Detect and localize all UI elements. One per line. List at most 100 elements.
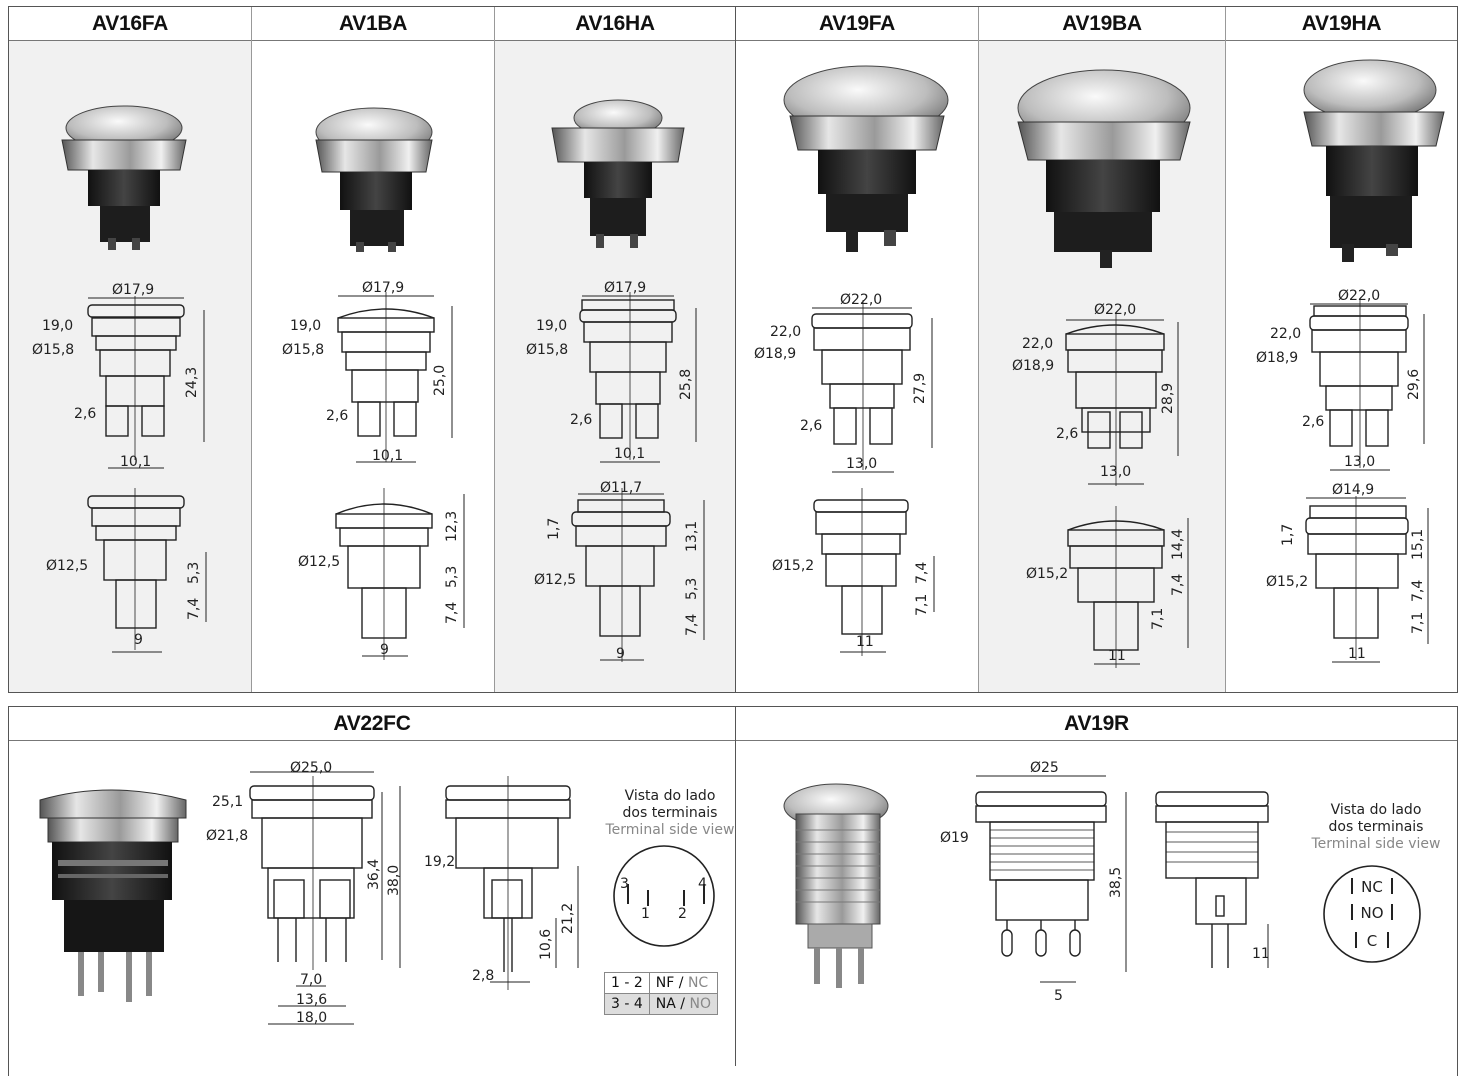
dim-top: 15,1: [1410, 529, 1426, 560]
table-row: 3 - 4 NA / NO: [604, 993, 718, 1015]
pin-label: C: [1367, 932, 1377, 950]
dim-p1: 7,0: [300, 972, 322, 988]
model-code: AV16HA: [575, 11, 655, 35]
dim-base-dia: Ø12,5: [46, 558, 88, 574]
pair-cell: 3 - 4: [604, 993, 650, 1015]
av19r-front-drawing: [975, 775, 1127, 983]
dim-term-w: 2,6: [800, 418, 822, 434]
dim-height: 28,9: [1160, 383, 1176, 414]
dim-pin: 2,8: [472, 968, 494, 984]
pin-label: NO: [1360, 904, 1383, 922]
divider: [735, 707, 736, 1066]
pin-label: 3: [620, 876, 629, 892]
view-note-pt-2: dos terminais: [622, 805, 718, 821]
dim-thread: Ø18,9: [754, 346, 796, 362]
view-note-pt-2: dos terminais: [1328, 819, 1424, 835]
divider: [494, 7, 495, 692]
model-code: AV1BA: [338, 11, 408, 35]
av22fc-contact-table: 1 - 2 NF / NC 3 - 4 NA / NO: [604, 972, 718, 1015]
dim-thread: Ø15,8: [32, 342, 74, 358]
dim-cap-dia: Ø14,9: [1332, 482, 1374, 498]
pin-label: 4: [698, 876, 707, 892]
dim-height: 38,5: [1108, 867, 1124, 898]
dim-thread: Ø15,8: [526, 342, 568, 358]
product-photo: [551, 99, 685, 248]
dim-b: 7,1: [914, 594, 930, 616]
av22fc-header: AV22FC: [9, 707, 735, 741]
dim-term-w: 2,6: [74, 406, 96, 422]
divider: [978, 7, 979, 692]
dim-hex: 25,1: [212, 794, 243, 810]
dim-thread: Ø21,8: [206, 828, 248, 844]
model-code: AV19BA: [1062, 11, 1142, 35]
dim-p2: 13,6: [296, 992, 327, 1008]
dim-base-dia: Ø12,5: [298, 554, 340, 570]
dim-hex: 19,0: [290, 318, 321, 334]
av22fc-front-drawing: [249, 771, 401, 1025]
dim-tail: 9: [616, 646, 625, 662]
dim-head-dia: Ø17,9: [112, 282, 154, 298]
product-photo: [61, 105, 187, 250]
dim-b: 7,1: [1150, 608, 1166, 630]
dim-base-dia: Ø15,2: [772, 558, 814, 574]
col-header-5: AV19BA: [979, 7, 1225, 41]
dim-a: 7,4: [1170, 574, 1186, 596]
dim-pitch: 5: [1054, 988, 1063, 1004]
dim-height: 24,3: [184, 367, 200, 398]
view-note-pt-1: Vista do lado: [624, 788, 716, 804]
dim-b: 7,1: [1410, 612, 1426, 634]
av22fc-dims: Ø25,0 25,1 Ø21,8 36,4 38,0 7,0 13,6 18,0: [206, 760, 402, 1026]
model-code: AV16FA: [91, 11, 168, 35]
dim-height: 27,9: [912, 373, 928, 404]
view-note-en: Terminal side view: [1311, 836, 1441, 852]
dim-base-dia: Ø15,2: [1026, 566, 1068, 582]
dimension-labels: Ø17,9 19,0 Ø15,8 2,6 24,3 10,1 Ø12,5 5,3…: [32, 280, 1426, 664]
product-photo: [315, 107, 433, 252]
pin-label: 2: [678, 906, 687, 922]
dim-height: 25,8: [678, 369, 694, 400]
dim-top: 13,1: [684, 521, 700, 552]
av19r-side-dims: 11: [1252, 946, 1270, 962]
dim-p3: 18,0: [296, 1010, 327, 1026]
dim-b: 7,4: [186, 598, 202, 620]
dim-hex: 22,0: [1270, 326, 1301, 342]
divider: [251, 7, 252, 692]
model-code: AV19FA: [818, 11, 895, 35]
av19r-view-note: Vista do lado dos terminais Terminal sid…: [1306, 802, 1446, 853]
dim-a: 5,3: [684, 578, 700, 600]
model-code: AV19HA: [1301, 11, 1382, 35]
av22fc-view-note: Vista do lado dos terminais Terminal sid…: [600, 788, 740, 839]
dim-thread: Ø15,8: [282, 342, 324, 358]
dim-pitch: 13,0: [846, 456, 877, 472]
av22fc-title: AV22FC: [333, 711, 411, 735]
dim-top: 12,3: [444, 511, 460, 542]
av22fc-terminal-diagram: 3 4 1 2: [613, 845, 715, 947]
table-row: 1 - 2 NF / NC: [604, 972, 718, 994]
dim-pitch: 10,1: [372, 448, 403, 464]
top-drawings: Ø17,9 19,0 Ø15,8 2,6 24,3 10,1 Ø12,5 5,3…: [32, 59, 1445, 668]
dim-thread: Ø18,9: [1012, 358, 1054, 374]
dim-head-dia: Ø17,9: [362, 280, 404, 296]
view-note-pt-1: Vista do lado: [1330, 802, 1422, 818]
dim-a: 7,4: [914, 562, 930, 584]
dim-tail: 11: [1348, 646, 1366, 662]
type-cell: NF / NC: [648, 972, 718, 994]
dim-pitch: 10,1: [120, 454, 151, 470]
view-note-en: Terminal side view: [605, 822, 735, 838]
col-header-6: AV19HA: [1226, 7, 1457, 41]
dim-side-h2: 10,6: [538, 929, 554, 960]
dim-top: 14,4: [1170, 529, 1186, 560]
dim-head-dia: Ø22,0: [840, 292, 882, 308]
type-cell: NA / NO: [648, 993, 718, 1015]
dim-b: 7,4: [444, 602, 460, 624]
av19r-side-drawing: [1155, 791, 1269, 968]
tech-drawings: [87, 292, 1429, 668]
dim-h2: 38,0: [386, 865, 402, 896]
dim-term-w: 2,6: [1302, 414, 1324, 430]
top-panel: [8, 6, 1458, 693]
dim-cap-h: 1,7: [546, 518, 562, 540]
dim-pitch: 13,0: [1100, 464, 1131, 480]
dim-h1: 36,4: [366, 859, 382, 890]
product-photo-av22fc: [39, 789, 187, 1002]
dim-head-dia: Ø25: [1030, 760, 1059, 776]
